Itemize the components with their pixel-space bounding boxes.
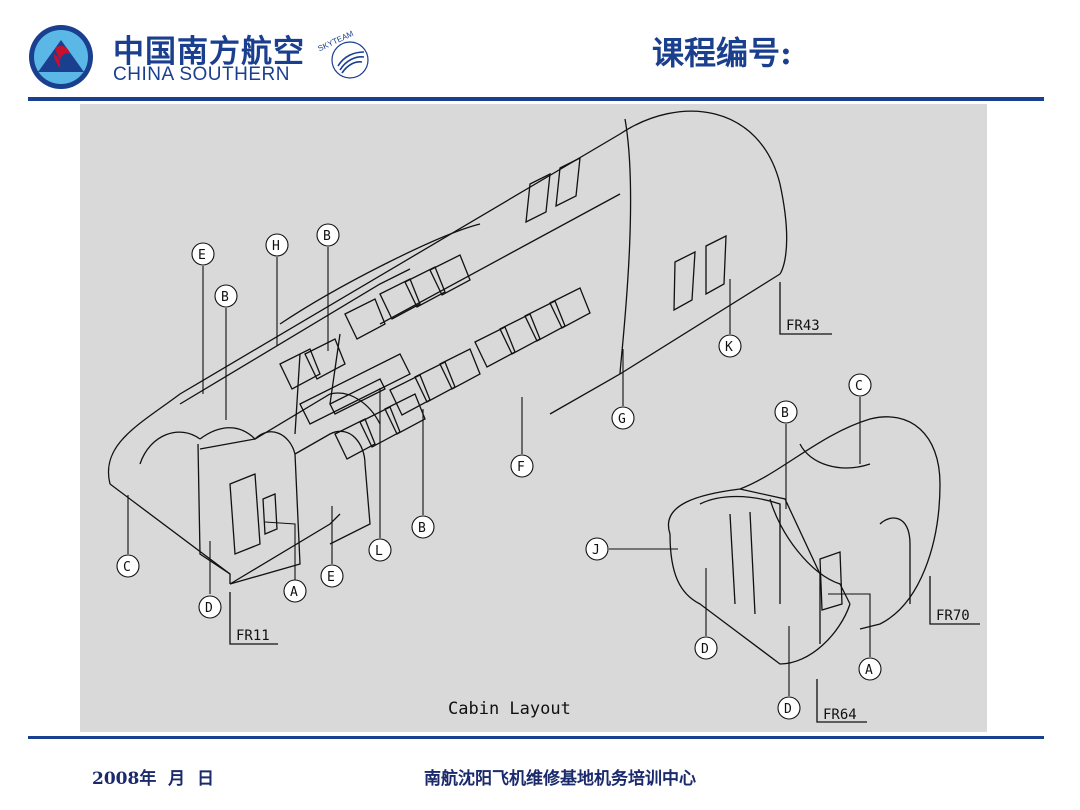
frame-marker-fr70: FR70: [929, 576, 980, 625]
svg-text:E: E: [327, 570, 335, 585]
callout-b-ceiling: B: [316, 223, 340, 351]
header: 中国南方航空 CHINA SOUTHERN SKYTEAM 课程编号:: [0, 0, 1080, 100]
callout-k: K: [718, 279, 742, 358]
footer-divider: [28, 736, 1044, 739]
callout-j: J: [585, 537, 678, 561]
passenger-seats: [279, 254, 591, 460]
callout-f: F: [510, 397, 534, 478]
svg-text:A: A: [290, 585, 298, 600]
svg-text:FR64: FR64: [823, 707, 857, 723]
callout-h: H: [265, 233, 289, 346]
footer-date: 2008年 月 日: [92, 769, 214, 789]
forward-door: [229, 473, 278, 555]
callout-g: G: [611, 349, 635, 430]
footer-organization: 南航沈阳飞机维修基地机务培训中心: [424, 769, 696, 789]
rear-fuselage-section: [667, 416, 941, 665]
svg-text:K: K: [725, 340, 733, 355]
frame-marker-fr11: FR11: [229, 592, 278, 645]
callout-c-forward: C: [116, 495, 140, 578]
callout-b-floor: B: [411, 409, 435, 539]
svg-text:E: E: [198, 248, 206, 263]
china-southern-logo-icon: [28, 24, 94, 94]
svg-text:B: B: [418, 521, 426, 536]
callout-b-forward: B: [214, 284, 238, 420]
svg-text:FR43: FR43: [786, 318, 820, 334]
frame-marker-fr64: FR64: [816, 679, 867, 723]
svg-text:FR70: FR70: [936, 608, 970, 624]
svg-text:A: A: [865, 663, 873, 678]
callout-d-rear-bottom: D: [777, 626, 801, 720]
callout-a-forward: A: [264, 521, 307, 603]
callout-b-rear: B: [774, 400, 798, 509]
callout-e-upper: E: [191, 242, 215, 394]
skyteam-logo-icon: SKYTEAM: [312, 29, 382, 90]
svg-text:C: C: [123, 560, 131, 575]
callout-e-lower: E: [320, 506, 344, 588]
svg-text:L: L: [375, 544, 383, 559]
galley-unit: [299, 353, 411, 425]
callout-d-rear-left: D: [694, 568, 718, 660]
svg-text:FR11: FR11: [236, 628, 270, 644]
logo-english-name: CHINA SOUTHERN: [113, 64, 290, 85]
course-number-label: 课程编号:: [652, 34, 792, 72]
diagram-caption: Cabin Layout: [448, 699, 571, 719]
svg-text:H: H: [272, 239, 280, 254]
svg-text:D: D: [784, 702, 792, 717]
svg-text:C: C: [855, 379, 863, 394]
svg-text:B: B: [221, 290, 229, 305]
svg-text:D: D: [205, 601, 213, 616]
svg-text:G: G: [618, 412, 626, 427]
fuselage-main-outline: [107, 110, 788, 585]
callout-c-rear: C: [848, 373, 872, 464]
cabin-windows: [525, 156, 727, 312]
callout-a-rear: A: [828, 593, 882, 681]
callout-l: L: [368, 388, 392, 562]
header-divider: [28, 97, 1044, 101]
svg-text:J: J: [592, 543, 600, 558]
logo-chinese-name: 中国南方航空: [113, 34, 305, 70]
svg-text:D: D: [701, 642, 709, 657]
svg-text:F: F: [517, 460, 525, 475]
cabin-layout-diagram: C E B H B D A E L B F G K C B J D D A FR…: [80, 104, 987, 732]
frame-marker-fr43: FR43: [779, 282, 832, 335]
svg-text:B: B: [323, 229, 331, 244]
callout-d-forward: D: [198, 541, 222, 619]
svg-text:B: B: [781, 406, 789, 421]
